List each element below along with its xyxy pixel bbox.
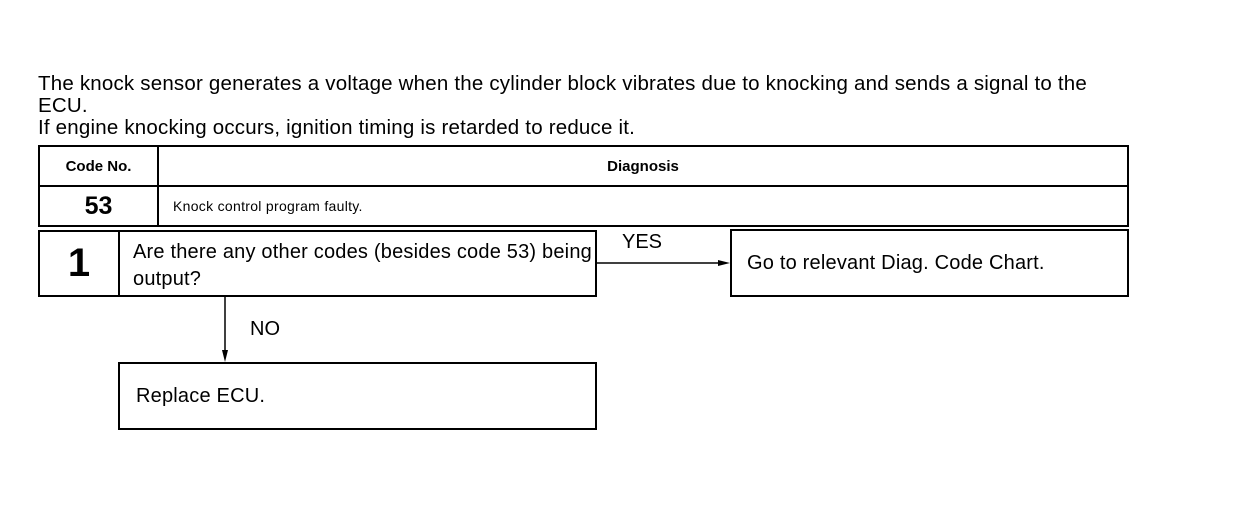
- no-action-text: Replace ECU.: [136, 384, 266, 407]
- diagnosis-cell: Knock control program faulty.: [173, 198, 363, 214]
- code-number-cell: 53: [40, 187, 159, 225]
- code-table: Code No. Diagnosis 53 Knock control prog…: [38, 145, 1129, 227]
- intro-line-2: If engine knocking occurs, ignition timi…: [38, 116, 636, 139]
- yes-action-text: Go to relevant Diag. Code Chart.: [747, 251, 1045, 274]
- step-question: Are there any other codes (besides code …: [133, 241, 592, 290]
- code-no-header: Code No.: [40, 147, 159, 187]
- yes-arrow-head: [718, 260, 730, 266]
- no-arrow-head: [222, 350, 228, 362]
- step-number: 1: [40, 232, 120, 295]
- intro-line-1: The knock sensor generates a voltage whe…: [38, 72, 1087, 117]
- yes-action-box: Go to relevant Diag. Code Chart.: [730, 229, 1129, 297]
- diagnosis-header: Diagnosis: [159, 147, 1127, 187]
- no-label: NO: [250, 318, 280, 340]
- step-1-box: 1 Are there any other codes (besides cod…: [38, 230, 597, 297]
- intro-text: The knock sensor generates a voltage whe…: [38, 73, 1138, 139]
- yes-label: YES: [622, 231, 663, 253]
- no-action-box: Replace ECU.: [118, 362, 597, 430]
